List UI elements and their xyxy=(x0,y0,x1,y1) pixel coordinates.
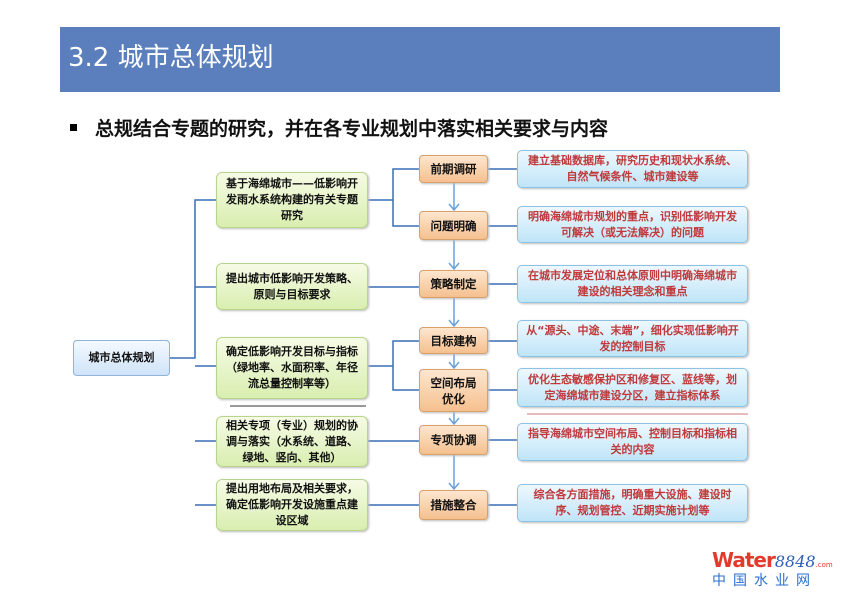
detail-box-5: 优化生态敏感保护区和修复区、蓝线等，划定海绵城市建设分区，建立指标体系 xyxy=(517,368,748,407)
slide-title: 3.2 城市总体规划 xyxy=(68,43,274,73)
step-spatial-layout: 空间布局优化 xyxy=(419,369,488,412)
step-preliminary-research: 前期调研 xyxy=(419,155,488,183)
left-box-targets: 确定低影响开发目标与指标（绿地率、水面积率、年径流总量控制率等） xyxy=(216,337,368,399)
left-box-land-use: 提出用地布局及相关要求，确定低影响开发设施重点建设区域 xyxy=(216,479,368,531)
logo-brand: Water xyxy=(712,548,776,572)
detail-box-7: 综合各方面措施，明确重大设施、建设时序、规划管控、近期实施计划等 xyxy=(517,484,748,522)
step-coordination: 专项协调 xyxy=(419,425,488,455)
left-box-special-plans: 相关专项（专业）规划的协调与落实（水系统、道路、绿地、竖向、其他） xyxy=(216,416,368,467)
logo-chinese-name: 中国水业网 xyxy=(712,573,817,589)
detail-box-4: 从“源头、中途、末端”，细化实现低影响开发的控制目标 xyxy=(517,320,748,357)
step-target-building: 目标建构 xyxy=(419,327,488,354)
bullet-icon xyxy=(70,124,77,131)
step-measures: 措施整合 xyxy=(419,490,488,520)
slide-header: 3.2 城市总体规划 xyxy=(60,27,780,92)
detail-box-3: 在城市发展定位和总体原则中明确海绵城市建设的相关理念和重点 xyxy=(517,265,748,303)
logo-domain: .com xyxy=(815,561,833,569)
slide-subtitle: 总规结合专题的研究，并在各专业规划中落实相关要求与内容 xyxy=(95,118,609,140)
root-node-urban-master-plan: 城市总体规划 xyxy=(73,340,170,376)
detail-box-1: 建立基础数据库，研究历史和现状水系统、自然气候条件、城市建设等 xyxy=(517,150,748,188)
water8848-logo: Water8848.com 中国水业网 xyxy=(712,548,833,590)
left-box-topic-research: 基于海绵城市——低影响开发雨水系统构建的有关专题研究 xyxy=(216,172,368,228)
step-problem-definition: 问题明确 xyxy=(419,211,488,240)
left-box-strategy: 提出城市低影响开发策略、原则与目标要求 xyxy=(216,263,368,310)
step-strategy: 策略制定 xyxy=(419,270,488,298)
detail-box-6: 指导海绵城市空间布局、控制目标和指标相关的内容 xyxy=(517,423,748,461)
logo-number: 8848 xyxy=(774,552,816,571)
detail-box-2: 明确海绵城市规划的重点，识别低影响开发可解决（或无法解决）的问题 xyxy=(517,206,748,243)
